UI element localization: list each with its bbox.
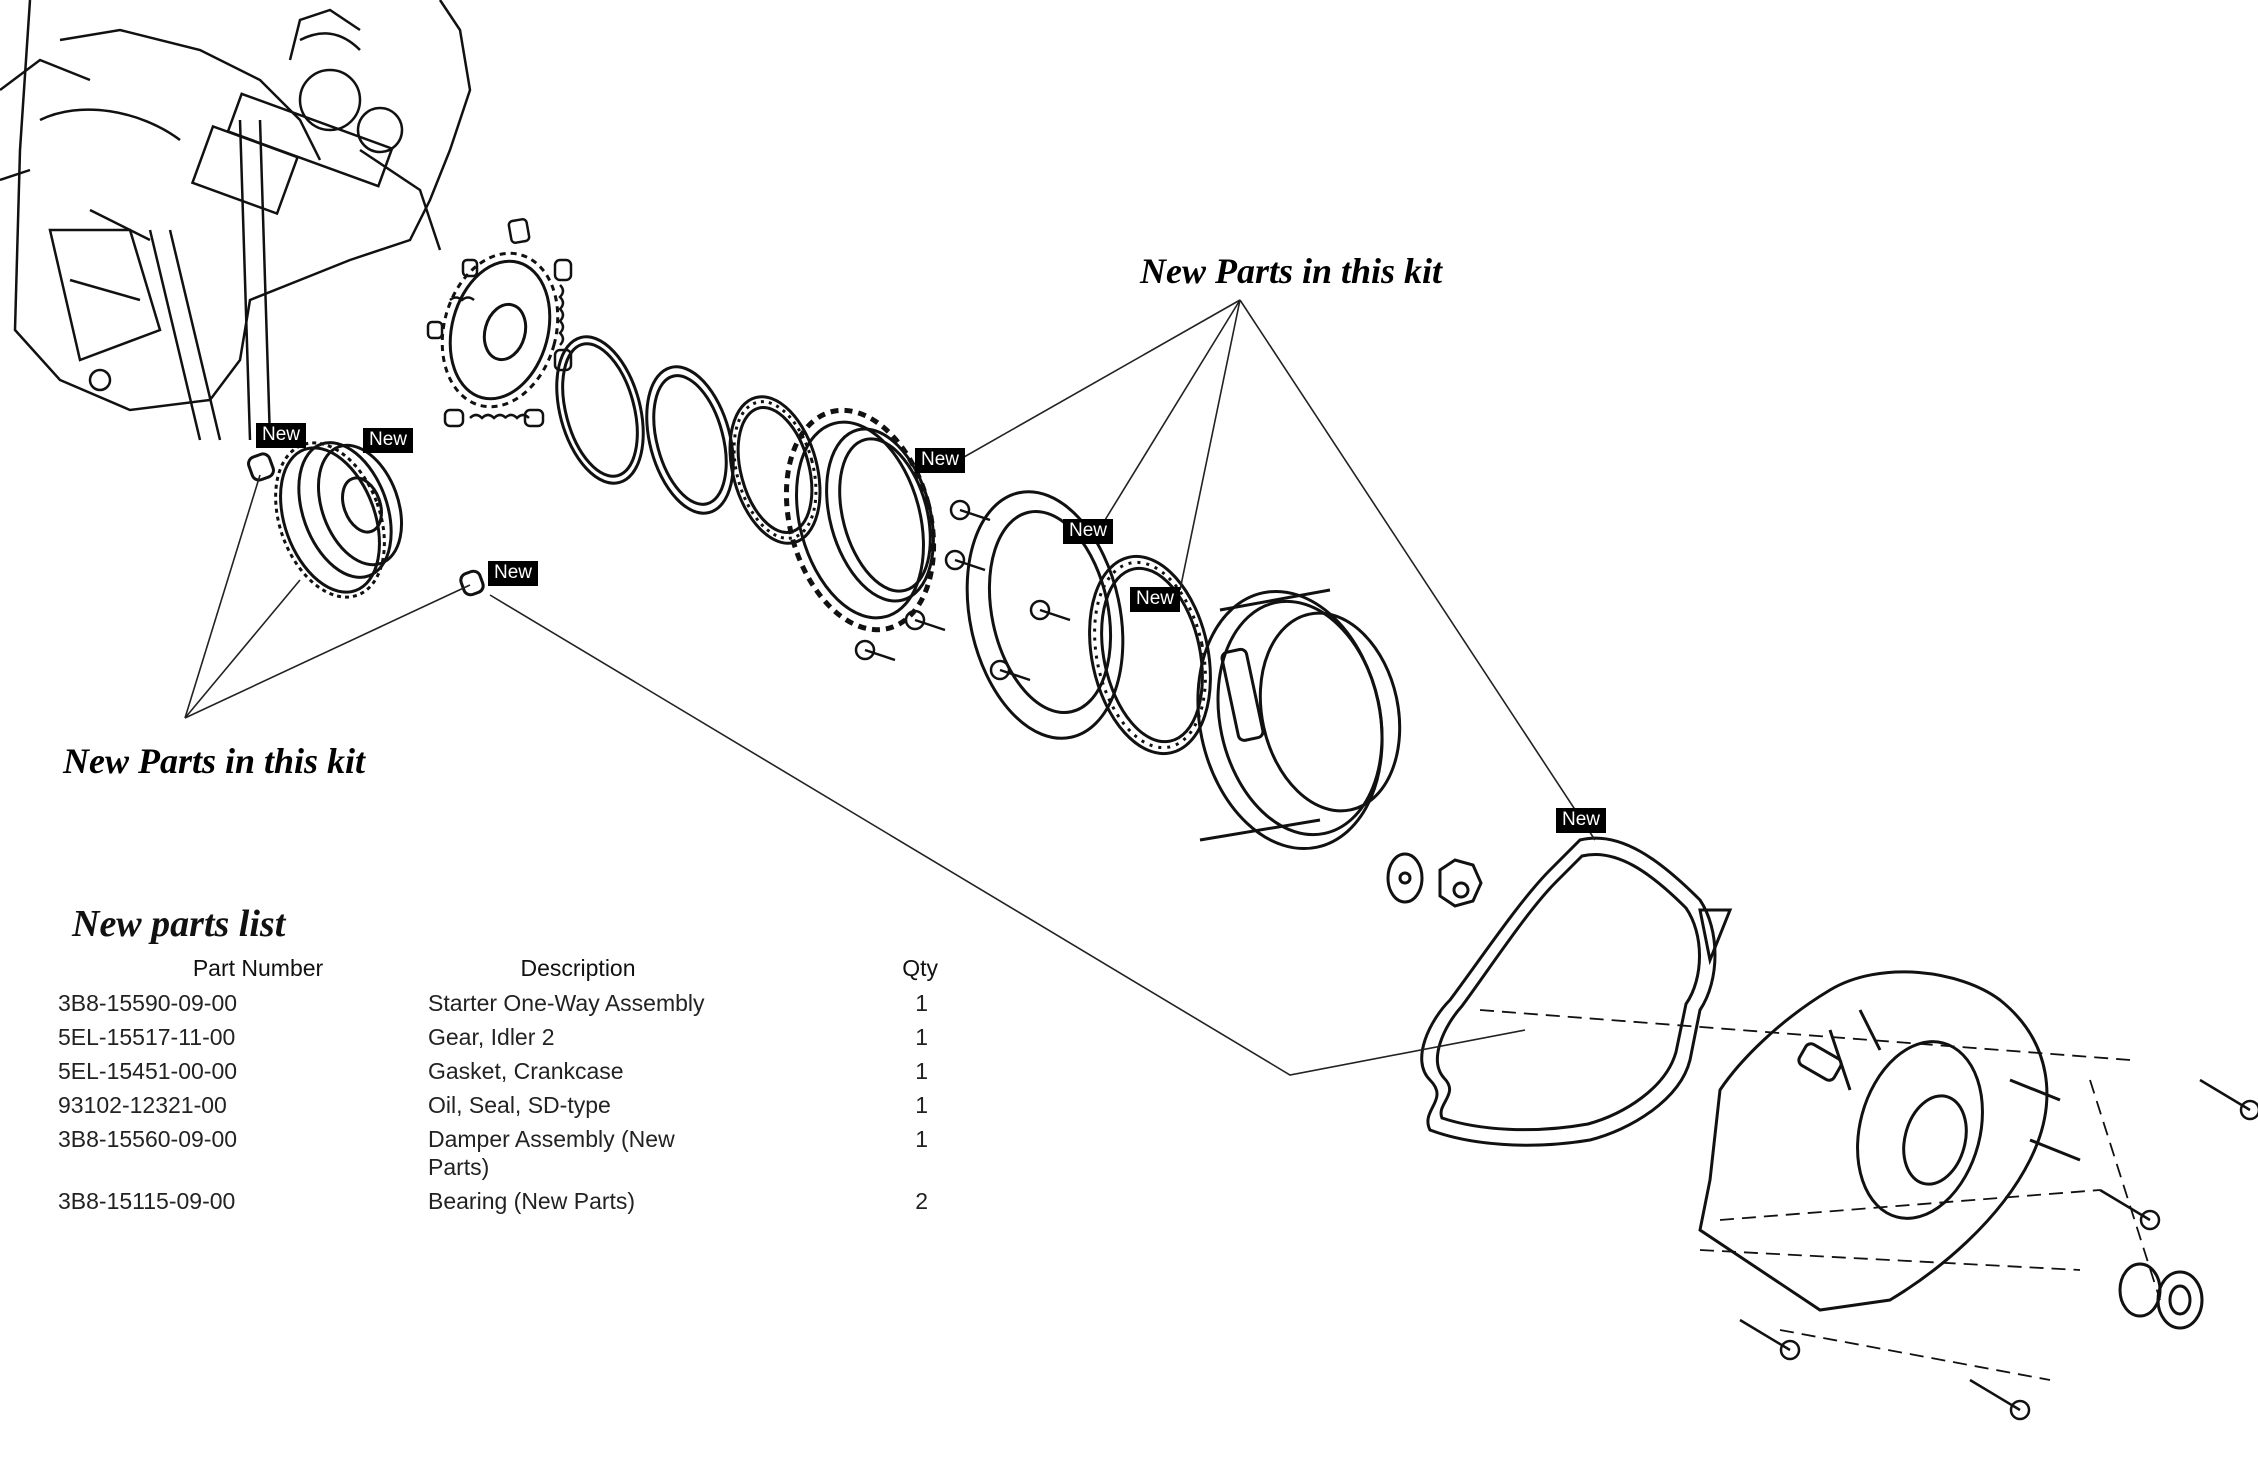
column-header-part-number: Part Number [192,955,324,981]
part-number-cell: 93102-12321-00 [58,1092,227,1118]
table-row: 3B8-15560-09-00 Damper Assembly (New Par… [58,1122,968,1184]
qty-cell: 1 [915,1092,928,1118]
cover-bolts-illustration [1739,1078,2258,1421]
part-number-cell: 3B8-15560-09-00 [58,1126,238,1152]
table-row: 3B8-15590-09-00 Starter One-Way Assembly… [58,986,968,1020]
part-number-cell: 3B8-15115-09-00 [58,1188,236,1214]
assembly-dashed-lines [1479,1009,2161,1381]
new-tag-bearing-right: New [488,561,539,586]
part-number-cell: 3B8-15590-09-00 [58,990,238,1016]
description-cell: Gear, Idler 2 [428,1024,555,1050]
description-cell: Bearing (New Parts) [428,1188,636,1214]
circlip-rings-illustration [555,335,822,545]
description-cell: Oil, Seal, SD-type [428,1092,611,1118]
qty-cell: 1 [915,1058,928,1084]
table-row: 93102-12321-00 Oil, Seal, SD-type 1 [58,1088,968,1122]
new-tag-bearing-left: New [256,423,307,448]
parts-list-table: Part Number Description Qty 3B8-15590-09… [58,955,968,1218]
table-row: 5EL-15517-11-00 Gear, Idler 2 1 [58,1020,968,1054]
washer-and-nut-illustration [1386,852,1483,908]
springs-and-pins-illustration [426,258,573,428]
engine-block-illustration [0,0,531,441]
new-tag-starter-one-way: New [915,448,966,473]
callout-leader-lines [184,299,1596,1076]
idler-gear-illustration [440,251,560,409]
qty-cell: 2 [915,1188,928,1214]
parts-list-title: New parts list [72,903,286,945]
new-parts-callout-heading-left: New Parts in this kit [63,741,366,781]
parts-table-header: Part Number Description Qty [58,955,968,986]
qty-cell: 1 [915,1024,928,1050]
part-number-cell: 5EL-15451-00-00 [58,1058,238,1084]
description-cell: Starter One-Way Assembly [428,990,705,1016]
table-row: 3B8-15115-09-00 Bearing (New Parts) 2 [58,1184,968,1218]
new-tag-gasket: New [1556,808,1607,833]
new-parts-callout-heading-top: New Parts in this kit [1140,251,1443,291]
one-way-clutch-ring-illustration [1088,554,1212,756]
new-tag-damper-plate: New [1063,519,1114,544]
part-number-cell: 5EL-15517-11-00 [58,1024,236,1050]
column-header-description: Description [520,955,636,981]
description-cell: Damper Assembly (New Parts) [428,1126,675,1180]
table-row: 5EL-15451-00-00 Gasket, Crankcase 1 [58,1054,968,1088]
column-header-qty: Qty [902,955,938,981]
starter-gear-assembly-illustration [247,441,485,599]
crankcase-gasket-illustration [1420,836,1733,1147]
damper-plate-illustration [965,490,1125,740]
description-cell: Gasket, Crankcase [428,1058,624,1084]
new-tag-idler-gear: New [363,428,414,453]
starter-clutch-gear-illustration [783,407,937,633]
qty-cell: 1 [915,1126,928,1152]
rotor-drum-illustration [1196,588,1402,851]
new-tag-clutch-ring: New [1130,587,1181,612]
qty-cell: 1 [915,990,928,1016]
crankcase-cover-illustration [1698,970,2204,1330]
